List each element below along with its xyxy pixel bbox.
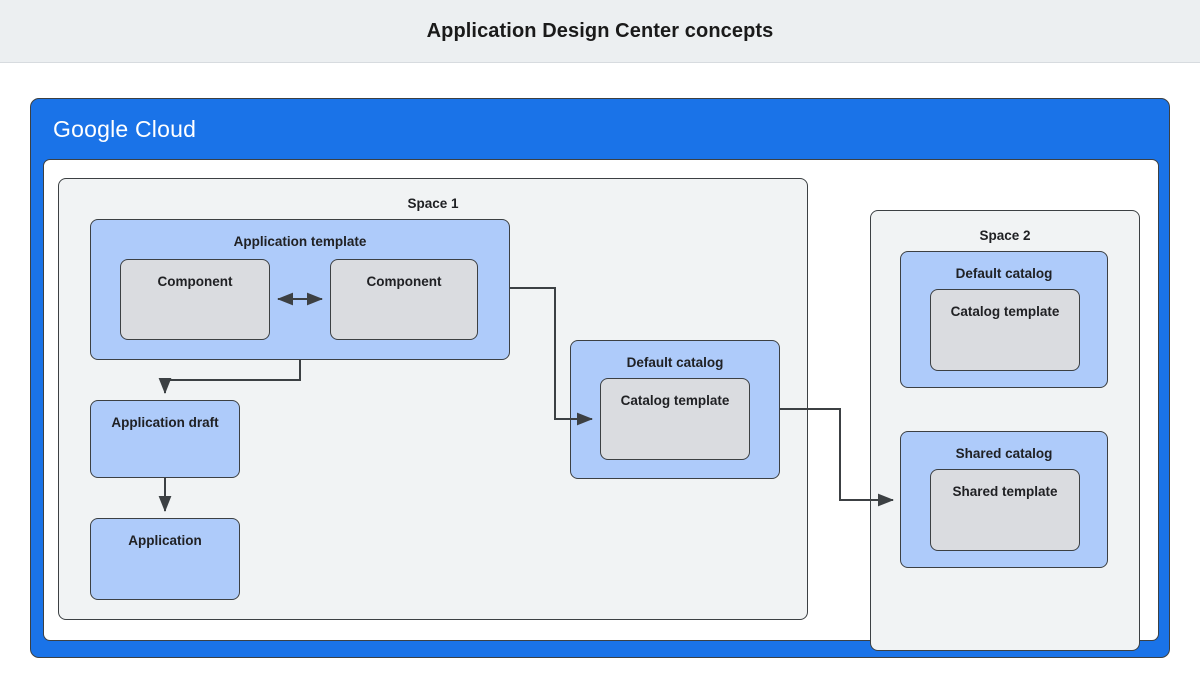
google-cloud-logo: Google Cloud (53, 116, 196, 143)
space-2-catalog-template-label: Catalog template (950, 304, 1060, 319)
space-1-catalog-template-label: Catalog template (620, 393, 730, 408)
space-2-label: Space 2 (979, 228, 1031, 243)
application-box[interactable]: Application (90, 518, 240, 600)
application-template-label: Application template (233, 234, 367, 249)
space-2-catalog-template-box[interactable]: Catalog template (930, 289, 1080, 371)
application-draft-box[interactable]: Application draft (90, 400, 240, 478)
component-box-1[interactable]: Component (120, 259, 270, 340)
page-title: Application Design Center concepts (426, 19, 774, 42)
google-cloud-logo-brand: Google (53, 116, 129, 142)
component-2-label: Component (366, 274, 442, 289)
component-box-2[interactable]: Component (330, 259, 478, 340)
component-1-label: Component (157, 274, 233, 289)
application-label: Application (128, 533, 202, 548)
google-cloud-logo-product: Cloud (134, 116, 197, 142)
shared-template-label: Shared template (952, 484, 1058, 499)
shared-catalog-label: Shared catalog (955, 446, 1053, 461)
space-1-default-catalog-label: Default catalog (626, 355, 724, 370)
space-1-catalog-template-box[interactable]: Catalog template (600, 378, 750, 460)
application-draft-label: Application draft (111, 415, 219, 430)
diagram-canvas: Google Cloud Space 1 Application templat… (0, 63, 1200, 700)
shared-template-box[interactable]: Shared template (930, 469, 1080, 551)
space-1-label: Space 1 (407, 196, 459, 211)
space-2-default-catalog-label: Default catalog (955, 266, 1053, 281)
page-title-bar: Application Design Center concepts (0, 0, 1200, 63)
